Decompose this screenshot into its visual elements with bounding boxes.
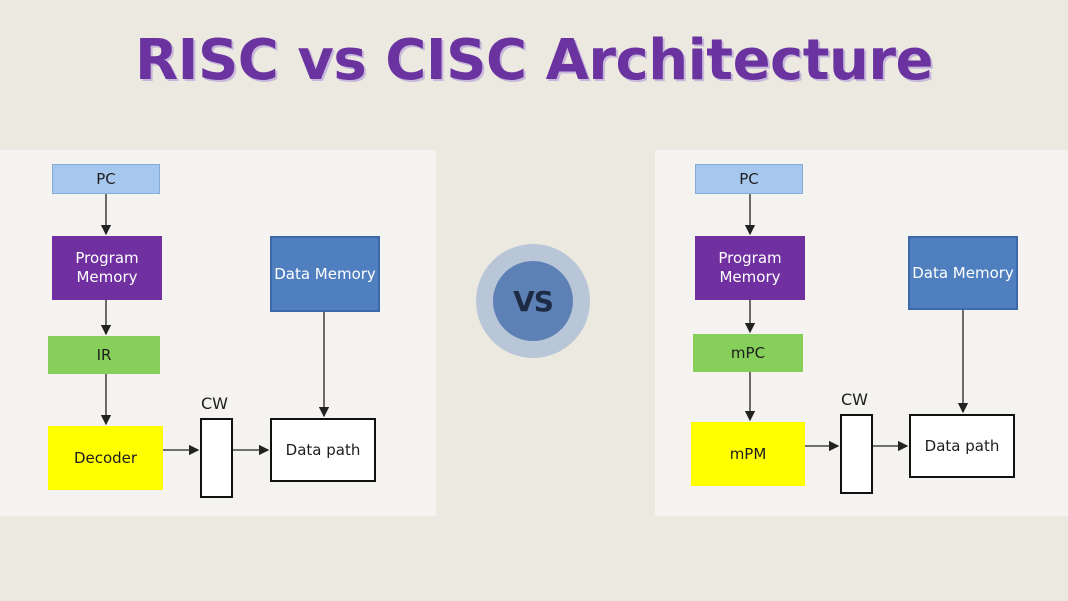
risc-data-path-block: Data path (270, 418, 376, 482)
cisc-mpm-block: mPM (691, 422, 805, 486)
risc-cw-label: CW (201, 394, 228, 413)
risc-cw-register (200, 418, 233, 498)
cisc-cw-label: CW (841, 390, 868, 409)
cisc-data-path-block: Data path (909, 414, 1015, 478)
cisc-cw-register (840, 414, 873, 494)
page-title: RISC vs CISC Architecture (135, 28, 933, 93)
risc-diagram-panel: PC Program Memory IR Decoder CW Data Mem… (0, 150, 436, 516)
risc-ir-block: IR (48, 336, 160, 374)
cisc-pc-block: PC (695, 164, 803, 194)
risc-program-memory-block: Program Memory (52, 236, 162, 300)
vs-label: VS (493, 261, 573, 341)
cisc-connectors (744, 194, 969, 452)
cisc-mpc-block: mPC (693, 334, 803, 372)
cisc-diagram-panel: PC Program Memory mPC mPM CW Data Memory… (655, 150, 1068, 516)
risc-connectors (100, 194, 330, 456)
cisc-program-memory-block: Program Memory (695, 236, 805, 300)
cisc-data-memory-block: Data Memory (908, 236, 1018, 310)
risc-data-memory-block: Data Memory (270, 236, 380, 312)
risc-decoder-block: Decoder (48, 426, 163, 490)
vs-badge: VS (476, 244, 590, 358)
risc-pc-block: PC (52, 164, 160, 194)
